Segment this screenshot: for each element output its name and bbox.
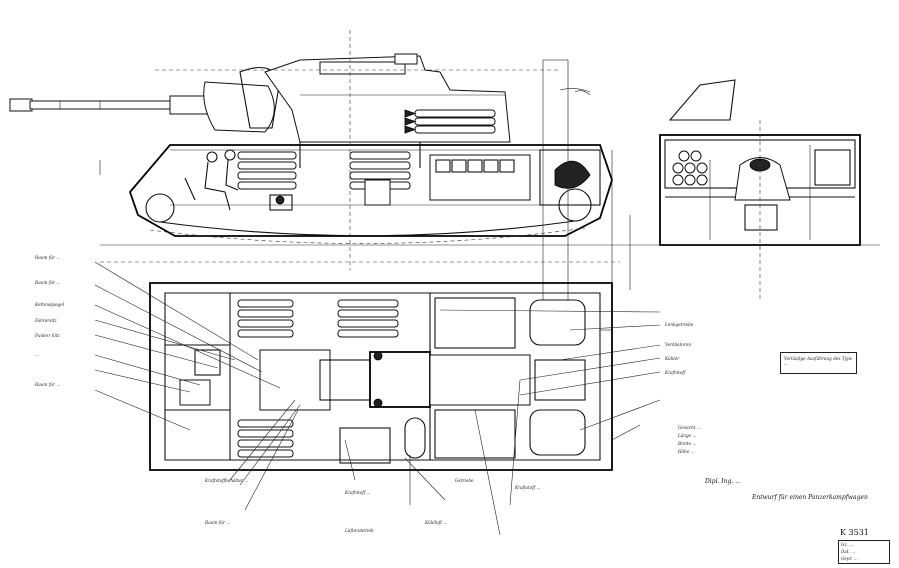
- spec-length: Länge ...: [678, 433, 697, 438]
- center-note-3: Kühler: [665, 356, 680, 361]
- bottom-note-7: Kraftstoff ...: [515, 485, 541, 490]
- spec-height: Höhe ...: [678, 449, 695, 454]
- turret: [264, 53, 511, 168]
- left-note-7: Raum für ...: [35, 382, 61, 387]
- plan-radiators: [529, 299, 586, 456]
- hull-side: [128, 144, 613, 244]
- left-note-2: Raum für ...: [35, 280, 61, 285]
- bottom-note-4: Lüfterantrieb: [345, 528, 374, 533]
- driver-seat: [179, 379, 211, 406]
- left-note-6: ...: [35, 352, 39, 357]
- plan-ammo-left: [237, 299, 294, 458]
- turret-ammo-rack: [404, 109, 496, 134]
- title-block-row-3: Gepr. ...: [841, 556, 858, 561]
- leader-lines: [94, 261, 661, 536]
- spec-width: Breite ...: [678, 441, 697, 446]
- left-note-4: Fahrersitz: [35, 318, 57, 323]
- note-box-text: Vorläufige Ausführung des Typs ...: [784, 356, 852, 366]
- title-block-row-2: Dat. ...: [841, 549, 856, 554]
- commander-cupola: [319, 61, 406, 75]
- bottom-note-5: Kühlluft ...: [425, 520, 448, 525]
- left-note-5: Funker Sitz: [35, 333, 60, 338]
- spec-weight: Gewicht ...: [678, 425, 701, 430]
- drawing-subtitle: Dipl. Ing. ...: [705, 478, 741, 485]
- side-elevation: [9, 30, 631, 301]
- left-note-1: Raum für ...: [35, 255, 61, 260]
- hull-ammo-rack: [237, 151, 411, 190]
- title-block-row-1: Gz. ...: [841, 542, 854, 547]
- rear-section-view: [620, 79, 880, 300]
- engine-compartment-side: [429, 149, 601, 206]
- engine-cross-section: [709, 145, 851, 240]
- left-note-3: Kettenspiegel: [35, 302, 65, 307]
- bottom-note-1: Kraftstoffbehälter ...: [205, 478, 249, 483]
- bottom-note-3: Kraftstoff ...: [345, 490, 371, 495]
- gun-mantlet: [203, 81, 275, 133]
- rear-ammo-stack: [672, 150, 708, 186]
- drawing-number: K 3531: [840, 528, 869, 537]
- crew-figures: [184, 149, 239, 211]
- plan-ammo-right: [337, 299, 399, 338]
- center-note-2: Ventilatoren: [665, 342, 692, 347]
- drawing-title: Entwurf für einen Panzerkampfwagen: [752, 494, 868, 501]
- title-block: Gz. ... Dat. ... Gepr. ...: [838, 540, 890, 564]
- gun-barrel: [9, 95, 211, 115]
- bottom-note-2: Raum für ...: [205, 520, 231, 525]
- center-note-4: Kraftstoff: [665, 370, 686, 375]
- center-note-1: Lenkgetriebe: [665, 322, 694, 327]
- note-box: Vorläufige Ausführung des Typs ...: [780, 352, 857, 374]
- bottom-note-6: Getriebe: [455, 478, 474, 483]
